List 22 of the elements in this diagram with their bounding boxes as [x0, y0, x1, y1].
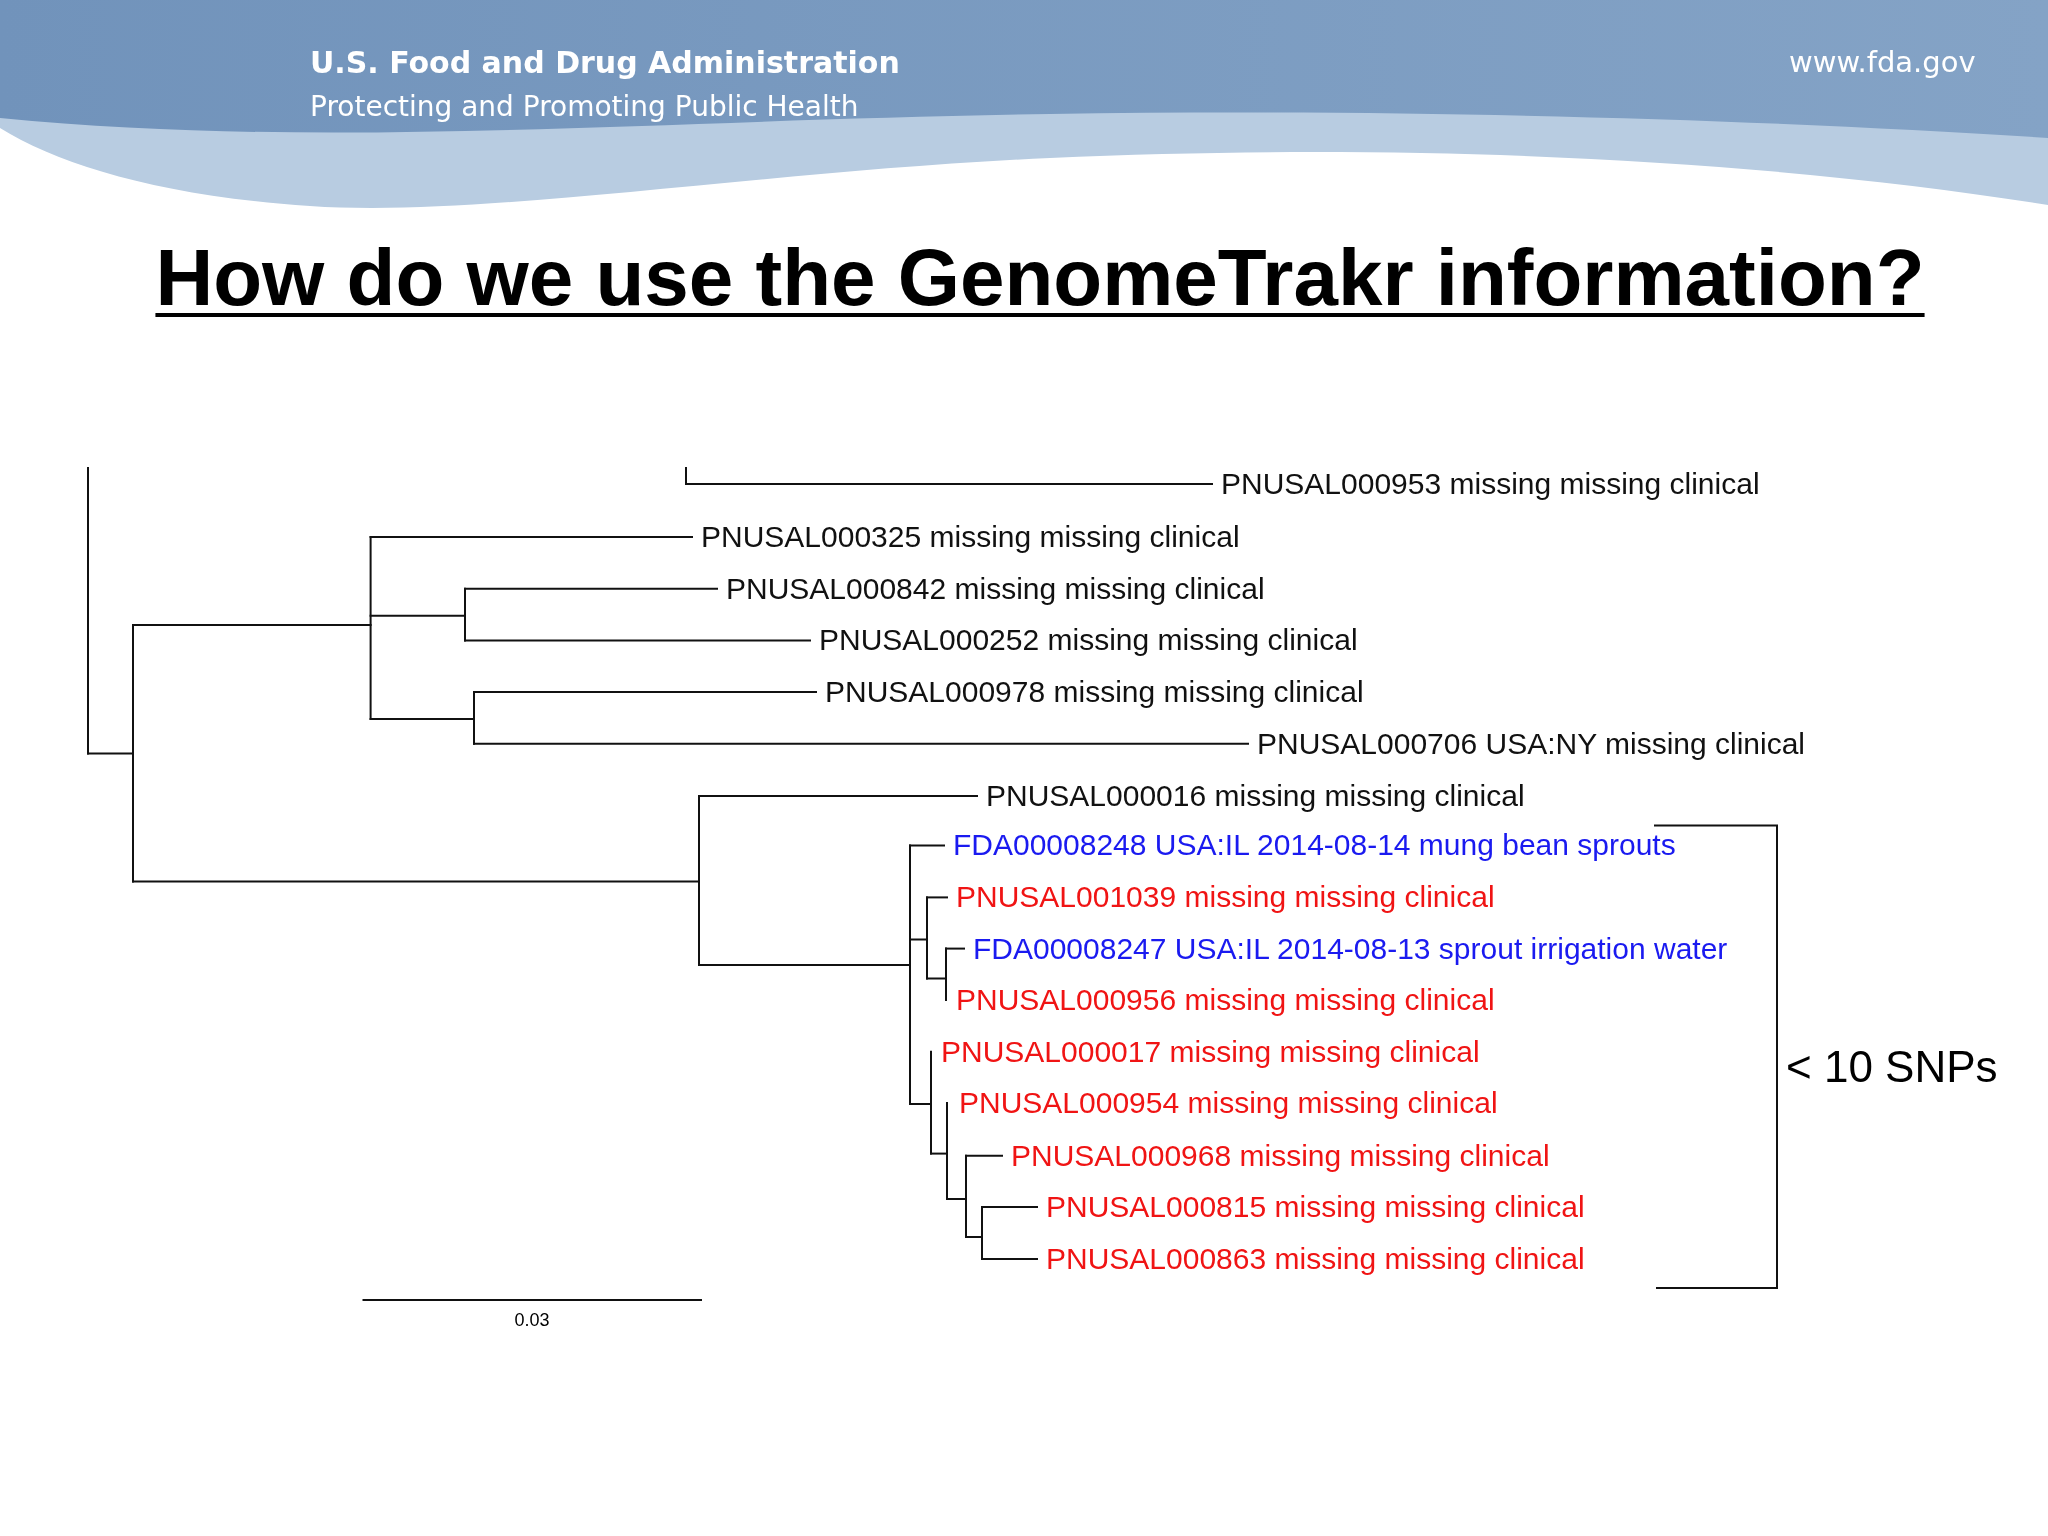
sample-label: PNUSAL000706 USA:NY missing clinical [1257, 726, 1806, 761]
sample-label: PNUSAL000252 missing missing clinical [819, 623, 1358, 658]
agency-tagline: Protecting and Promoting Public Health [310, 90, 859, 124]
sample-label: PNUSAL000953 missing missing clinical [1221, 466, 1760, 502]
sample-label: PNUSAL000954 missing missing clinical [959, 1085, 1498, 1121]
website-address: www.fda.gov [1789, 46, 1976, 80]
sample-label: PNUSAL000863 missing missing clinical [1046, 1241, 1585, 1277]
sample-label: PNUSAL000815 missing missing clinical [1046, 1189, 1585, 1225]
slide-title: How do we use the GenomeTrakr information? [155, 232, 1925, 324]
sample-label: PNUSAL000956 missing missing clinical [956, 982, 1495, 1018]
scale-bar-label: 0.03 [514, 1309, 550, 1331]
sample-label: FDA00008247 USA:IL 2014-08-13 sprout irrigation water [973, 931, 1728, 966]
sample-label: PNUSAL000325 missing missing clinical [701, 519, 1240, 555]
agency-name: U.S. Food and Drug Administration [310, 45, 900, 81]
sample-label: PNUSAL000016 missing missing clinical [986, 778, 1525, 814]
sample-label: PNUSAL000017 missing missing clinical [941, 1034, 1480, 1070]
sample-label: PNUSAL000978 missing missing clinical [825, 674, 1364, 710]
sample-label: PNUSAL001039 missing missing clinical [956, 880, 1495, 915]
sample-label: PNUSAL000842 missing missing clinical [726, 571, 1265, 607]
sample-label: PNUSAL000968 missing missing clinical [1011, 1138, 1550, 1174]
bracket-label: < 10 SNPs [1786, 1041, 1998, 1093]
sample-label: FDA00008248 USA:IL 2014-08-14 mung bean sprouts [953, 828, 1676, 863]
